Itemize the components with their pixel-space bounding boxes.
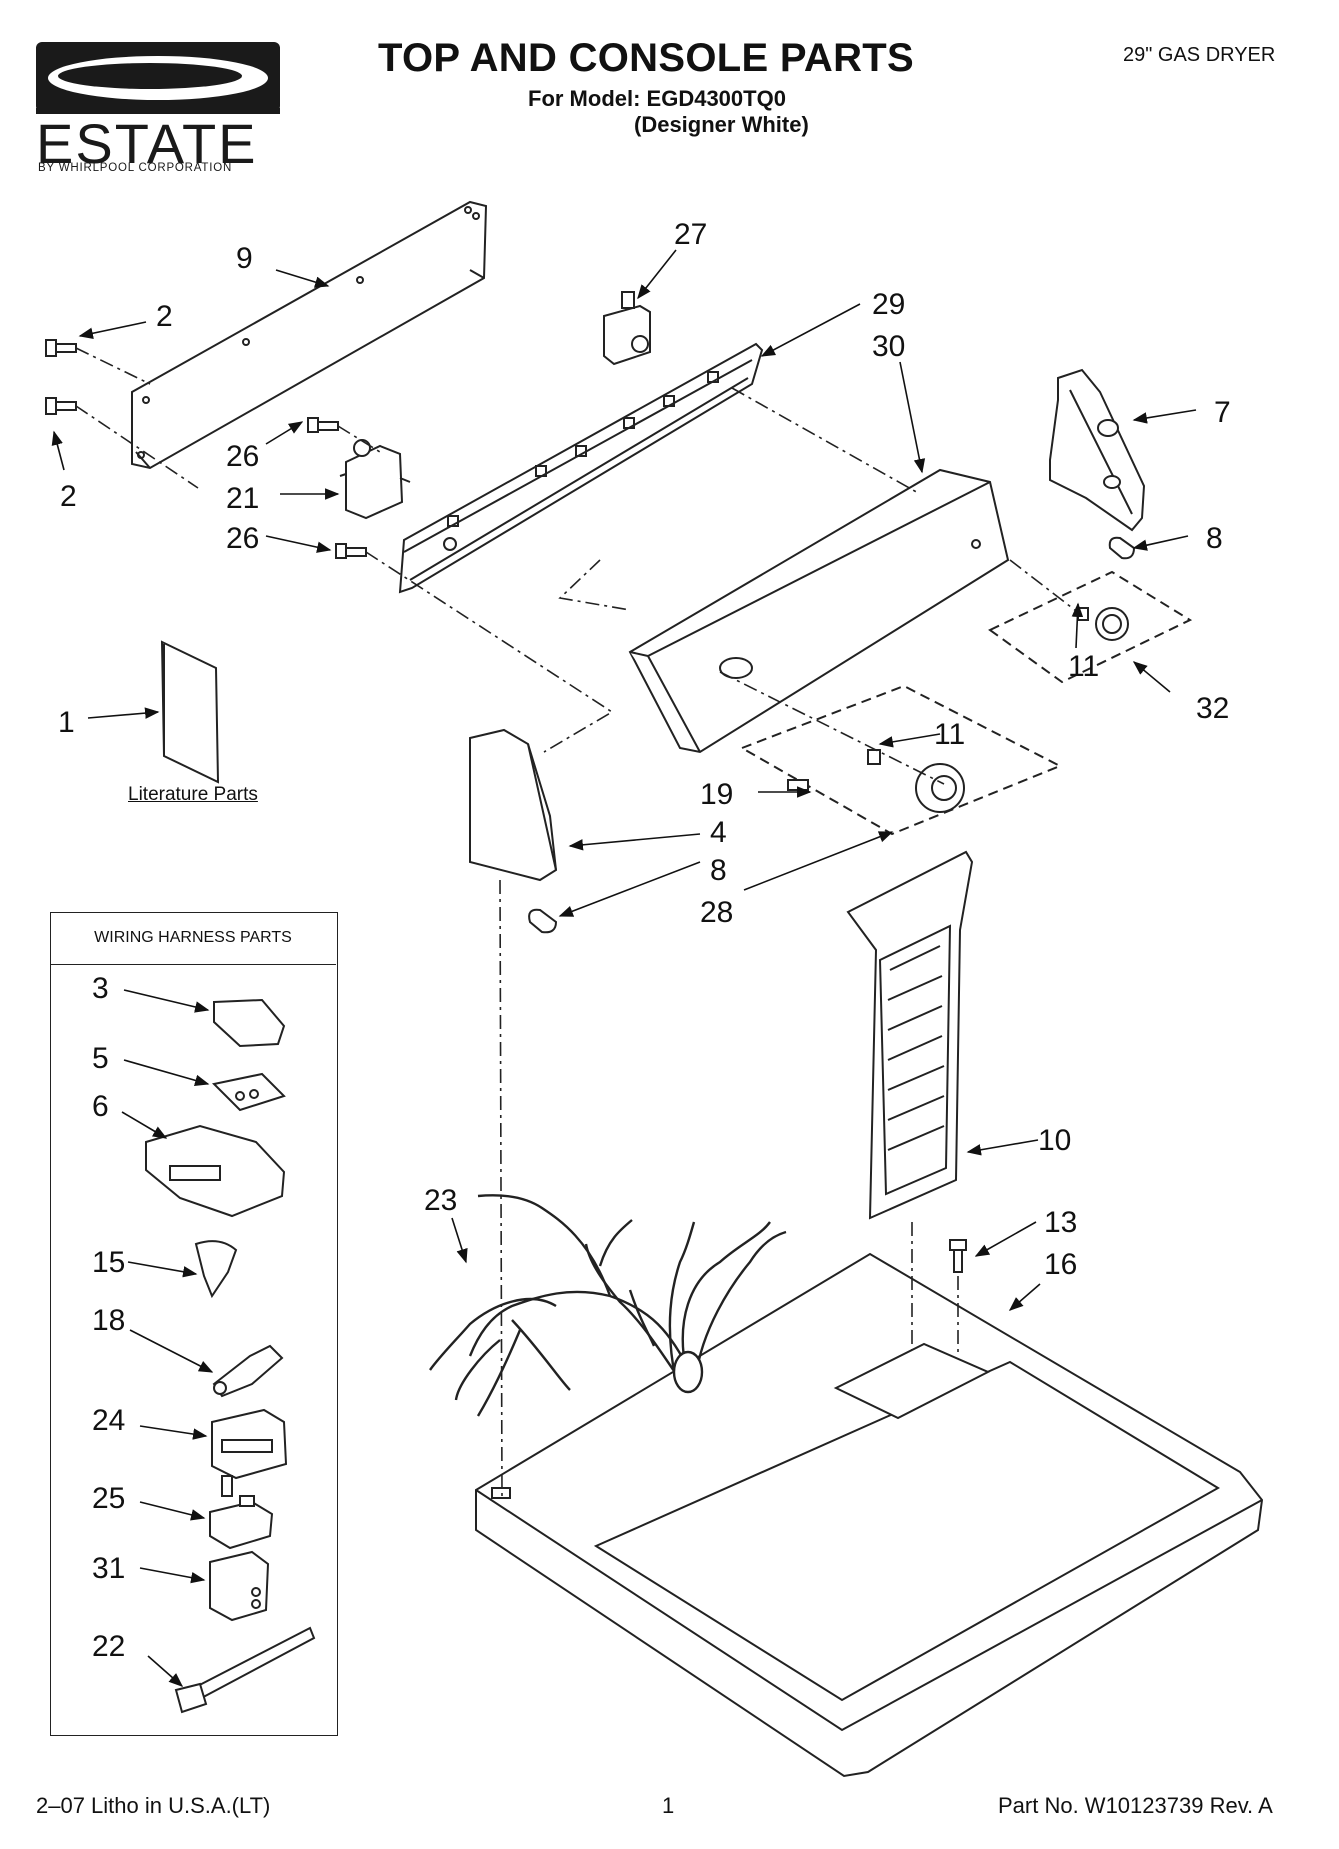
- footer-litho: 2–07 Litho in U.S.A.(LT): [36, 1793, 271, 1818]
- callout-22: 22: [92, 1630, 125, 1663]
- part-27-switch-icon: [603, 291, 651, 366]
- page-title: TOP AND CONSOLE PARTS: [378, 36, 914, 80]
- part-7-endcap: [1049, 368, 1146, 532]
- part-29-console-bracket: [398, 342, 764, 594]
- callout-8-right: 8: [1206, 522, 1223, 555]
- callout-9: 9: [236, 242, 253, 275]
- part-16-top-panel: [475, 1252, 1264, 1778]
- callout-1: 1: [58, 706, 75, 739]
- brand-name: ESTATE: [36, 112, 258, 175]
- harness-part-18-terminal-icon: [212, 1344, 284, 1398]
- footer-part-number: Part No. W10123739 Rev. A: [998, 1793, 1273, 1818]
- callout-28: 28: [700, 896, 733, 929]
- harness-part-24-connector-icon: [211, 1408, 288, 1497]
- callout-7: 7: [1214, 396, 1231, 429]
- callout-8-left: 8: [710, 854, 727, 887]
- wiring-harness-box: [50, 912, 338, 1736]
- part-10-lint-screen: [846, 850, 974, 1220]
- callout-numbers: 9 2 2 27 29 30 7 8 11 32 26 21 26 1 11 1…: [58, 218, 1231, 1663]
- part-9-rear-panel: [131, 200, 488, 470]
- harness-part-31-connector-icon: [209, 1550, 270, 1622]
- callout-23: 23: [424, 1184, 457, 1217]
- callout-11-right: 11: [1068, 650, 1099, 683]
- callout-18: 18: [92, 1304, 125, 1337]
- part-13-screw-icon: [949, 1239, 967, 1273]
- callout-31: 31: [92, 1552, 125, 1585]
- literature-parts-label: Literature Parts: [128, 784, 258, 805]
- part-2-screw-icon: [45, 339, 77, 415]
- callout-3: 3: [92, 972, 109, 1005]
- callout-24: 24: [92, 1404, 125, 1437]
- brand-tagline: BY WHIRLPOOL CORPORATION: [38, 162, 233, 174]
- callout-27: 27: [674, 218, 707, 251]
- callout-26-top: 26: [226, 440, 259, 473]
- harness-part-25-connector-icon: [209, 1495, 274, 1550]
- callout-2-top: 2: [156, 300, 173, 333]
- callout-19: 19: [700, 778, 733, 811]
- callout-32: 32: [1196, 692, 1229, 725]
- harness-part-22-tie-icon: [174, 1626, 316, 1714]
- callout-11-center: 11: [934, 718, 965, 751]
- product-type: 29" GAS DRYER: [1123, 44, 1276, 66]
- model-variant: (Designer White): [634, 112, 809, 137]
- harness-part-15-clip-icon: [194, 1240, 238, 1299]
- callout-26-bottom: 26: [226, 522, 259, 555]
- estate-logo-icon: [36, 42, 280, 114]
- callout-6: 6: [92, 1090, 109, 1123]
- callout-15: 15: [92, 1246, 125, 1279]
- harness-part-6-connector-icon: [145, 1124, 286, 1218]
- part-26-screw-icon: [307, 417, 367, 559]
- callout-30: 30: [872, 330, 905, 363]
- part-28-knob-assembly: [739, 684, 1063, 836]
- harness-part-3-connector-icon: [213, 998, 286, 1048]
- callout-16: 16: [1044, 1248, 1077, 1281]
- callout-10: 10: [1038, 1124, 1071, 1157]
- callout-25: 25: [92, 1482, 125, 1515]
- callout-29: 29: [872, 288, 905, 321]
- part-21-switch-icon: [339, 439, 411, 520]
- assembly-leaders: [75, 347, 1081, 1497]
- part-30-console: [628, 468, 1010, 754]
- harness-part-5-connector-icon: [211, 1072, 286, 1112]
- callout-13: 13: [1044, 1206, 1077, 1239]
- callout-4: 4: [710, 816, 727, 849]
- callout-arrows: [51, 249, 1197, 1687]
- wiring-harness-title: WIRING HARNESS PARTS: [50, 912, 336, 965]
- callout-2-bottom: 2: [60, 480, 77, 513]
- callout-5: 5: [92, 1042, 109, 1075]
- callout-21: 21: [226, 482, 259, 515]
- part-23-wiring-harness: [429, 1194, 787, 1417]
- part-4-endcap: [469, 728, 558, 882]
- part-1-literature-icon: [160, 640, 220, 784]
- footer-page-number: 1: [662, 1793, 675, 1818]
- model-line: For Model: EGD4300TQ0: [528, 86, 786, 111]
